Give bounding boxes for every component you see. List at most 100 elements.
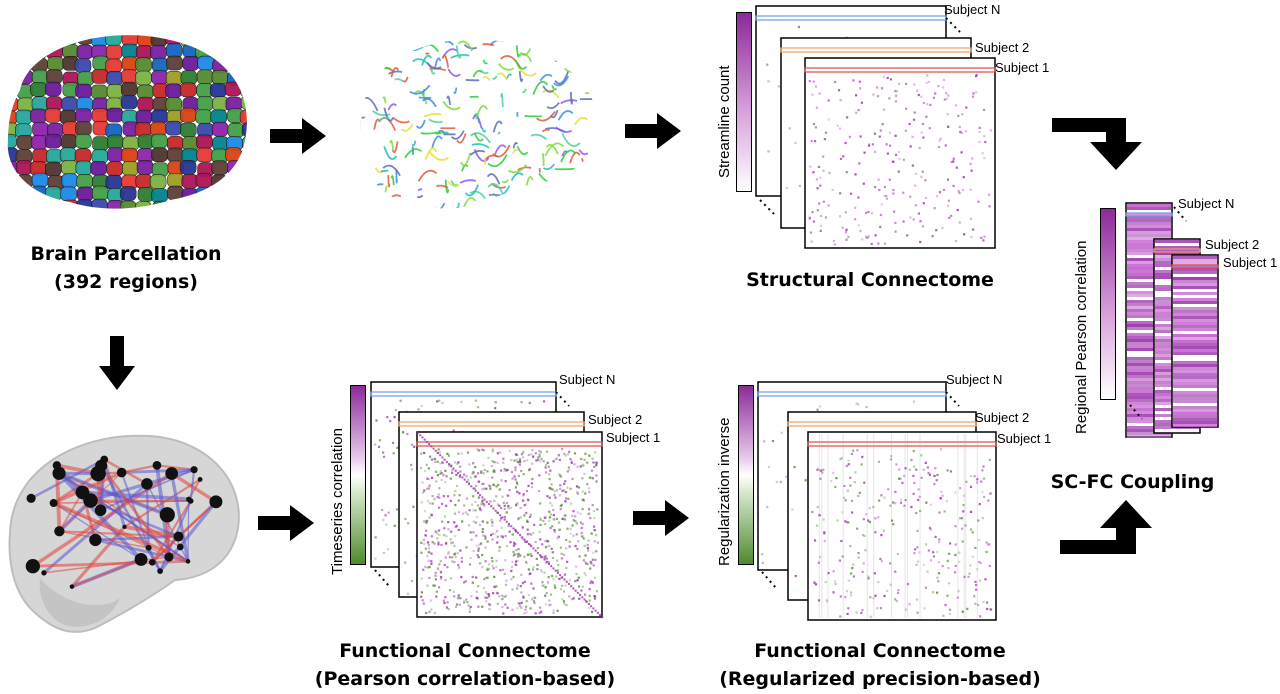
matrix-cell bbox=[561, 584, 564, 587]
matrix-cell bbox=[430, 514, 434, 517]
fiber-bundle bbox=[475, 105, 488, 120]
matrix-cell bbox=[557, 563, 560, 567]
matrix-cell bbox=[451, 560, 454, 563]
column-stripe bbox=[873, 434, 875, 618]
matrix-cell bbox=[503, 507, 506, 511]
matrix-cell bbox=[539, 502, 542, 505]
matrix-cell bbox=[427, 487, 431, 490]
matrix-cell bbox=[924, 461, 927, 464]
matrix-cell bbox=[536, 546, 540, 550]
matrix-cell bbox=[849, 192, 853, 195]
parcel-region bbox=[92, 136, 109, 151]
matrix-cell bbox=[934, 535, 937, 539]
matrix-cell bbox=[576, 465, 579, 468]
matrix-cell bbox=[497, 483, 500, 487]
fc-prec-subject-2-label: Subject 2 bbox=[975, 410, 1030, 425]
matrix-cell bbox=[917, 212, 921, 215]
fiber-bundle bbox=[512, 142, 519, 149]
matrix-cell bbox=[516, 584, 519, 587]
matrix-cell bbox=[824, 216, 828, 219]
structural-subject-n-label: Subject N bbox=[944, 2, 1001, 17]
fiber-bundle bbox=[543, 39, 550, 45]
matrix-cell bbox=[885, 194, 888, 198]
matrix-cell bbox=[596, 508, 599, 511]
matrix-cell bbox=[457, 528, 460, 532]
matrix-cell bbox=[838, 127, 842, 130]
parcel-region bbox=[45, 199, 62, 209]
matrix-cell bbox=[553, 490, 556, 493]
matrix-cell bbox=[452, 429, 455, 432]
matrix-cell bbox=[548, 510, 551, 513]
stack-ellipsis bbox=[555, 391, 570, 407]
matrix-cell bbox=[788, 127, 791, 130]
diagonal-cell bbox=[483, 498, 486, 501]
matrix-cell bbox=[445, 535, 448, 538]
matrix-cell bbox=[808, 216, 811, 219]
matrix-cell bbox=[539, 611, 543, 614]
vector-cell bbox=[1127, 207, 1171, 210]
matrix-cell bbox=[539, 518, 542, 521]
fc-corr-subject-2-label: Subject 2 bbox=[588, 412, 643, 427]
matrix-cell bbox=[564, 547, 568, 550]
matrix-cell bbox=[481, 565, 484, 569]
matrix-cell bbox=[548, 544, 551, 547]
matrix-cell bbox=[979, 615, 982, 618]
matrix-cell bbox=[888, 178, 891, 181]
matrix-cell bbox=[564, 454, 567, 457]
matrix-cell bbox=[925, 115, 928, 118]
fiber-bundle bbox=[453, 87, 458, 94]
matrix-cell bbox=[386, 416, 389, 419]
matrix-cell bbox=[911, 164, 914, 167]
matrix-cell bbox=[570, 460, 573, 463]
vector-cell bbox=[1173, 304, 1217, 307]
fiber-bundle bbox=[404, 148, 423, 159]
matrix-cell bbox=[472, 549, 475, 553]
fiber-bundle bbox=[518, 71, 524, 83]
network-node bbox=[26, 493, 36, 503]
matrix-cell bbox=[469, 476, 472, 479]
matrix-cell bbox=[477, 605, 480, 608]
vector-cell bbox=[1127, 234, 1171, 237]
vector-cell bbox=[1127, 405, 1171, 408]
parcel-region bbox=[30, 43, 48, 59]
matrix-cell bbox=[434, 574, 437, 577]
matrix-cell bbox=[946, 559, 949, 563]
matrix-cell bbox=[420, 501, 423, 504]
matrix-cell bbox=[529, 533, 533, 536]
parcel-region bbox=[180, 107, 197, 123]
matrix-cell bbox=[494, 401, 497, 404]
matrix-cell bbox=[520, 536, 523, 539]
matrix-cell bbox=[839, 192, 842, 195]
vector-cell bbox=[1127, 294, 1171, 297]
matrix-cell bbox=[469, 557, 472, 560]
matrix-cell bbox=[922, 202, 925, 205]
matrix-cell bbox=[477, 556, 480, 559]
matrix-cell bbox=[833, 243, 836, 246]
network-node bbox=[52, 461, 62, 470]
vector-cell bbox=[1127, 333, 1171, 336]
matrix-cell bbox=[905, 82, 908, 86]
parcel-region bbox=[210, 35, 228, 46]
diagonal-cell bbox=[585, 600, 588, 603]
matrix-cell bbox=[568, 545, 571, 548]
matrix-cell bbox=[387, 511, 390, 514]
matrix-cell bbox=[945, 92, 948, 95]
matrix-cell bbox=[975, 91, 978, 94]
vector-cell bbox=[1173, 352, 1217, 355]
fiber-bundle bbox=[486, 173, 501, 185]
matrix-cell bbox=[894, 490, 897, 494]
matrix-cell bbox=[449, 538, 452, 541]
vector-cell bbox=[1155, 240, 1199, 243]
fiber-bundle bbox=[379, 44, 401, 52]
matrix-cell bbox=[529, 513, 532, 516]
matrix-cell bbox=[574, 544, 577, 548]
diagonal-cell bbox=[465, 480, 468, 483]
matrix-cell bbox=[596, 541, 599, 544]
fiber-bundle bbox=[576, 43, 596, 48]
matrix-cell bbox=[555, 517, 558, 521]
matrix-cell bbox=[490, 556, 493, 560]
matrix-cell bbox=[916, 560, 920, 563]
matrix-cell bbox=[813, 140, 817, 143]
parcel-region bbox=[240, 148, 247, 164]
matrix-cell bbox=[460, 557, 463, 560]
